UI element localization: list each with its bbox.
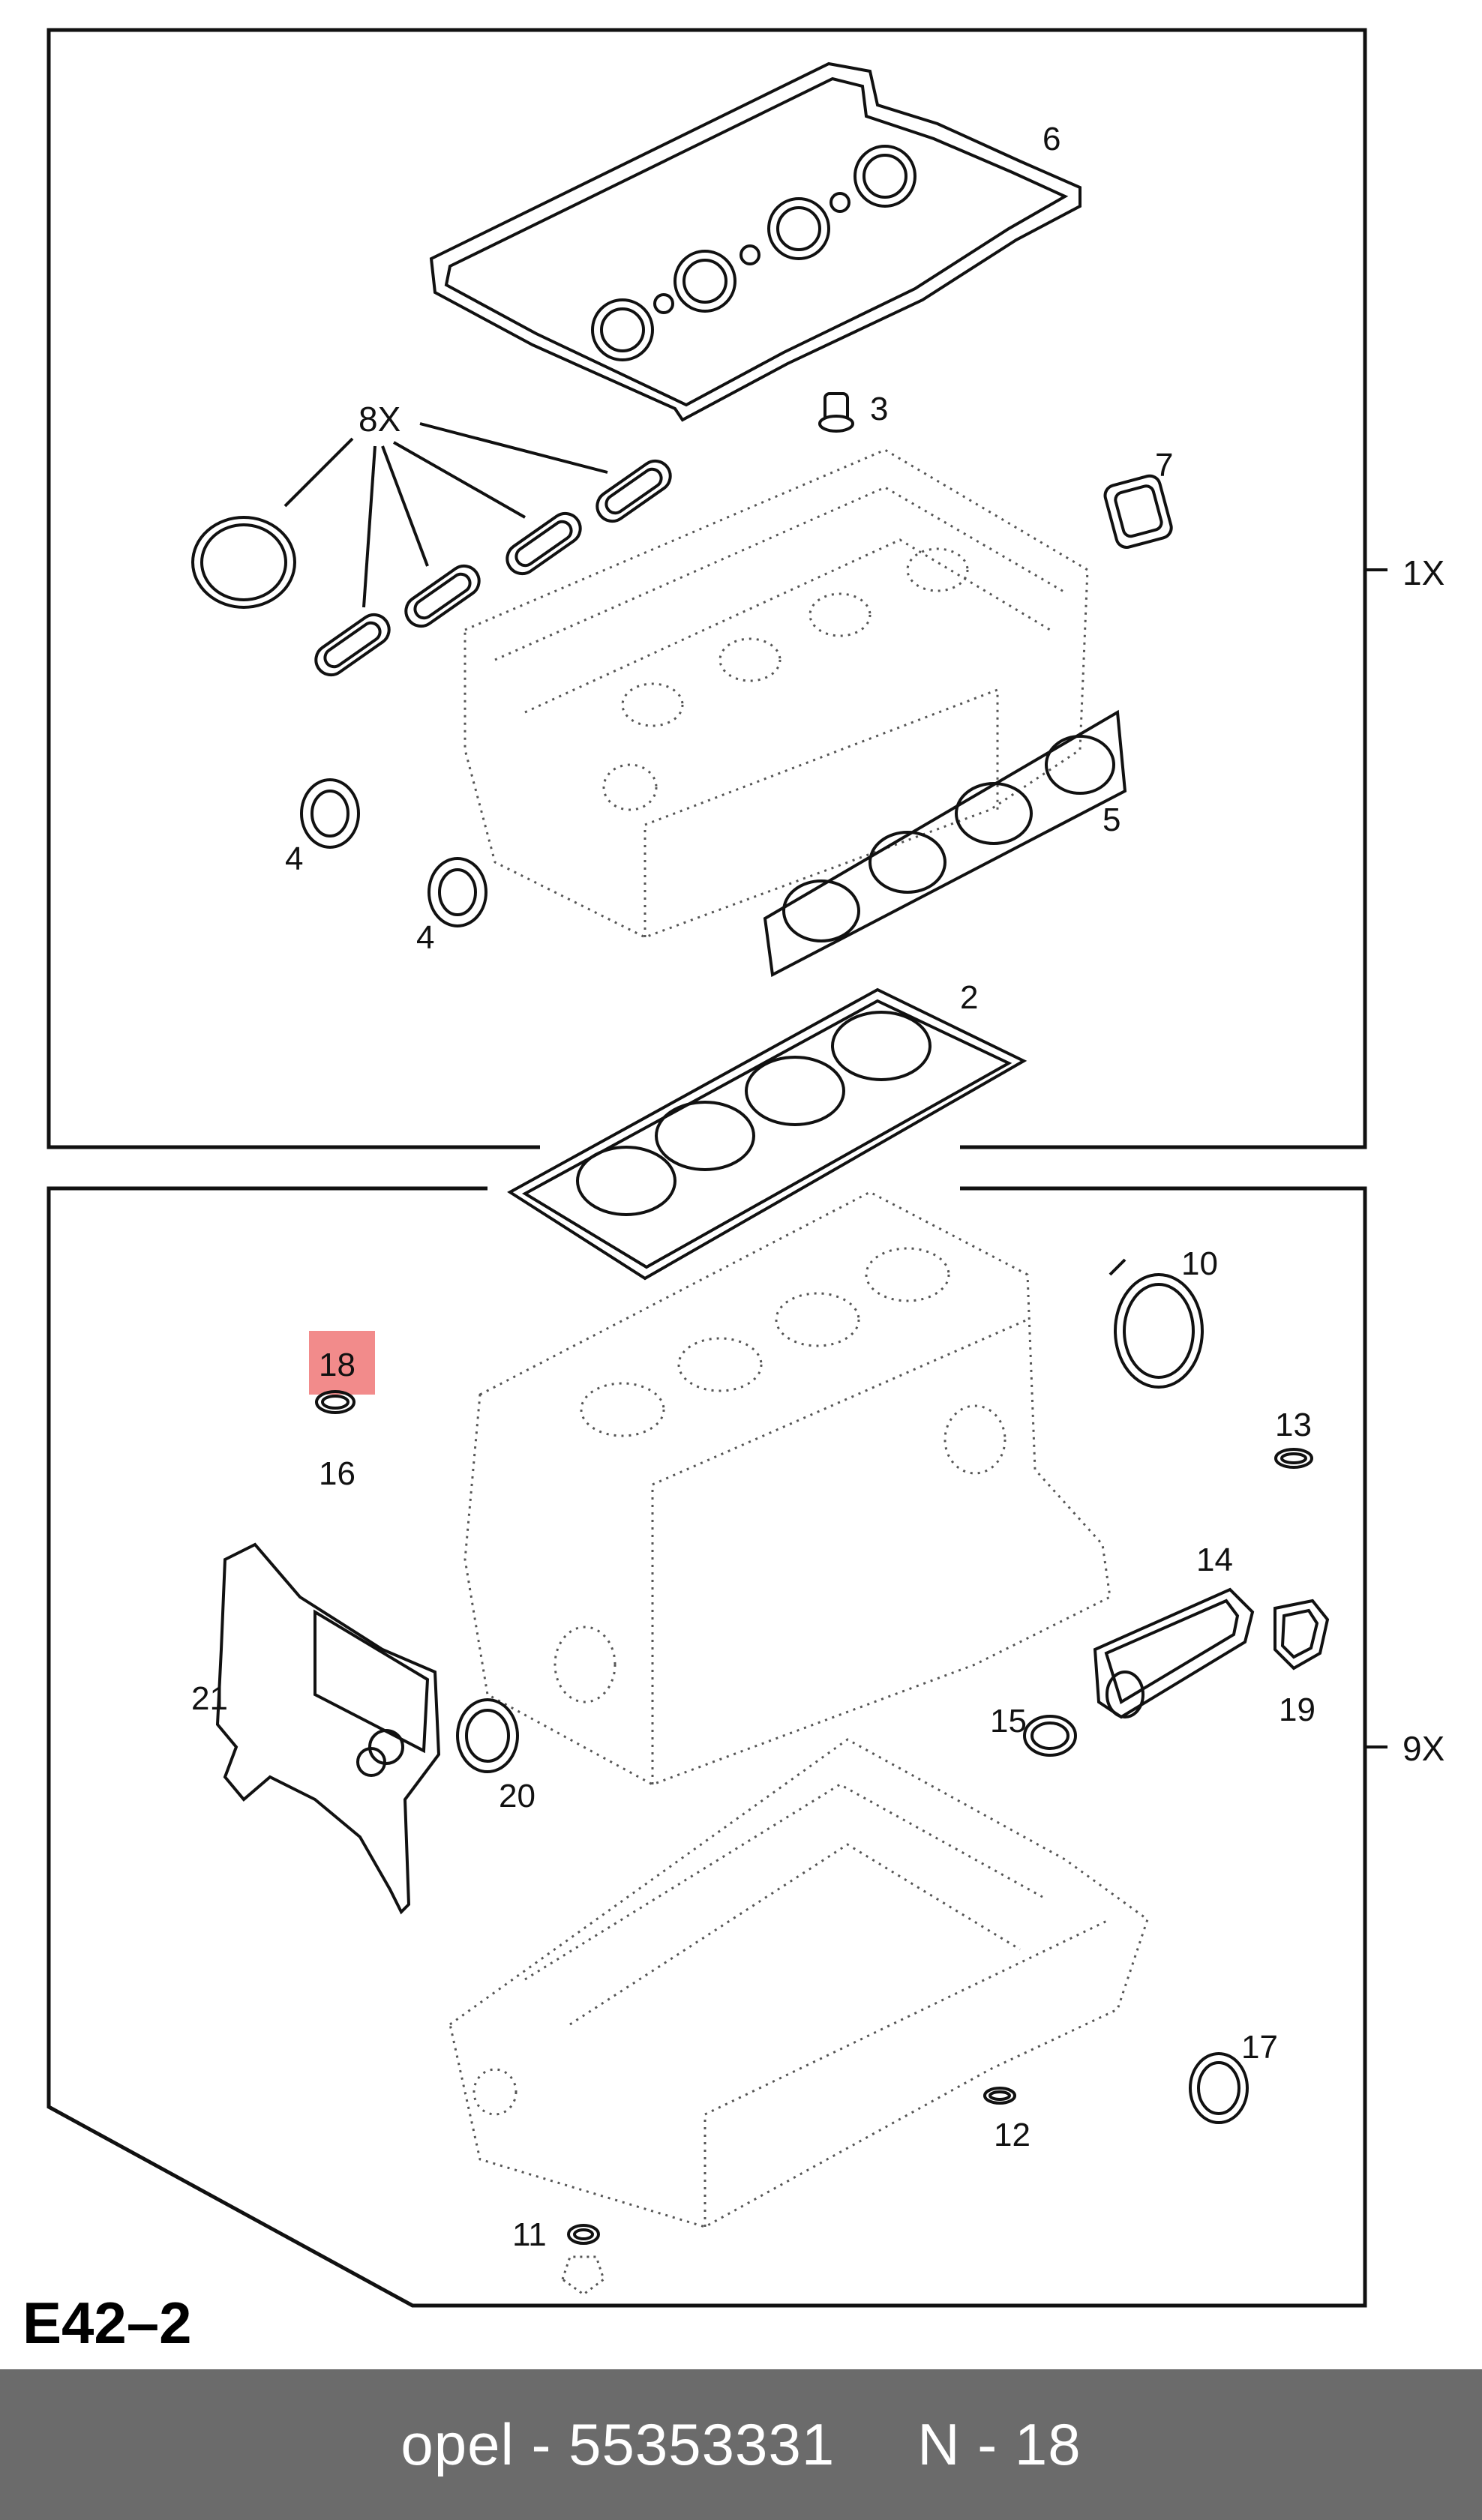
drain-plug — [561, 2255, 605, 2296]
callout-7: 7 — [1155, 447, 1173, 484]
callout-4a: 4 — [285, 840, 303, 877]
callout-20: 20 — [499, 1778, 536, 1814]
camshaft-seal-a — [300, 778, 360, 849]
camshaft-seal-b — [428, 857, 488, 927]
oil-cooler-gasket — [1093, 1587, 1255, 1719]
quantity-bottom-label: 9X — [1402, 1729, 1444, 1768]
timing-cover-gasket — [215, 1542, 441, 1915]
callout-13: 13 — [1275, 1407, 1312, 1443]
valve-cover-gasket — [429, 61, 1082, 422]
callout-19: 19 — [1279, 1691, 1316, 1728]
callout-5: 5 — [1102, 802, 1120, 838]
callout-12: 12 — [994, 2117, 1030, 2153]
callout-10: 10 — [1181, 1245, 1218, 1282]
cylinder-head-ghost — [464, 448, 1089, 939]
drain-plug-washer-11 — [567, 2224, 600, 2245]
callout-6: 6 — [1042, 121, 1060, 157]
o-ring-16 — [315, 1390, 356, 1414]
callout-15: 15 — [990, 1703, 1027, 1739]
callout-21: 21 — [191, 1680, 228, 1717]
upper-kit-frame — [46, 28, 1367, 1149]
callout-11: 11 — [512, 2216, 547, 2253]
callout-3: 3 — [870, 391, 888, 427]
part-info-footer: opel - 55353331 N - 18 — [0, 2369, 1482, 2520]
o-ring-12 — [983, 2087, 1016, 2105]
callout-2: 2 — [960, 979, 978, 1016]
diagram-position: N - 18 — [917, 2411, 1082, 2477]
o-ring-13 — [1274, 1448, 1313, 1469]
exhaust-manifold-gasket — [763, 709, 1127, 978]
cylinder-head-gasket — [507, 987, 1028, 1281]
valve-stem-seal — [818, 392, 854, 433]
front-crankshaft-seal — [456, 1698, 519, 1773]
crankshaft-rear-seal — [1108, 1258, 1204, 1389]
callout-8x: 8X — [358, 400, 400, 439]
seal-ring-15 — [1023, 1715, 1077, 1757]
quantity-top-label: 1X — [1402, 553, 1444, 592]
callout-16: 16 — [319, 1455, 356, 1492]
intake-seal-rings — [191, 459, 672, 677]
callout-4b: 4 — [416, 919, 434, 956]
engine-block-ghost — [464, 1191, 1112, 1786]
brand-part-number: opel - 55353331 — [400, 2411, 836, 2477]
part-18-highlight — [309, 1331, 375, 1395]
thermostat-gasket — [1274, 1599, 1330, 1671]
diagram-code: E42–2 — [22, 2290, 192, 2356]
lower-kit-frame — [46, 1186, 1367, 2308]
exploded-parts-diagram: 1X 9X 6 — [22, 28, 1444, 2356]
callout-8x-leaders — [284, 422, 608, 608]
callout-18[interactable]: 18 — [319, 1347, 356, 1383]
callout-14: 14 — [1196, 1542, 1233, 1578]
seal-ring-17 — [1189, 2052, 1249, 2124]
callout-17: 17 — [1241, 2029, 1278, 2066]
oil-pan-ghost — [448, 1738, 1149, 2228]
square-gasket — [1103, 474, 1173, 549]
